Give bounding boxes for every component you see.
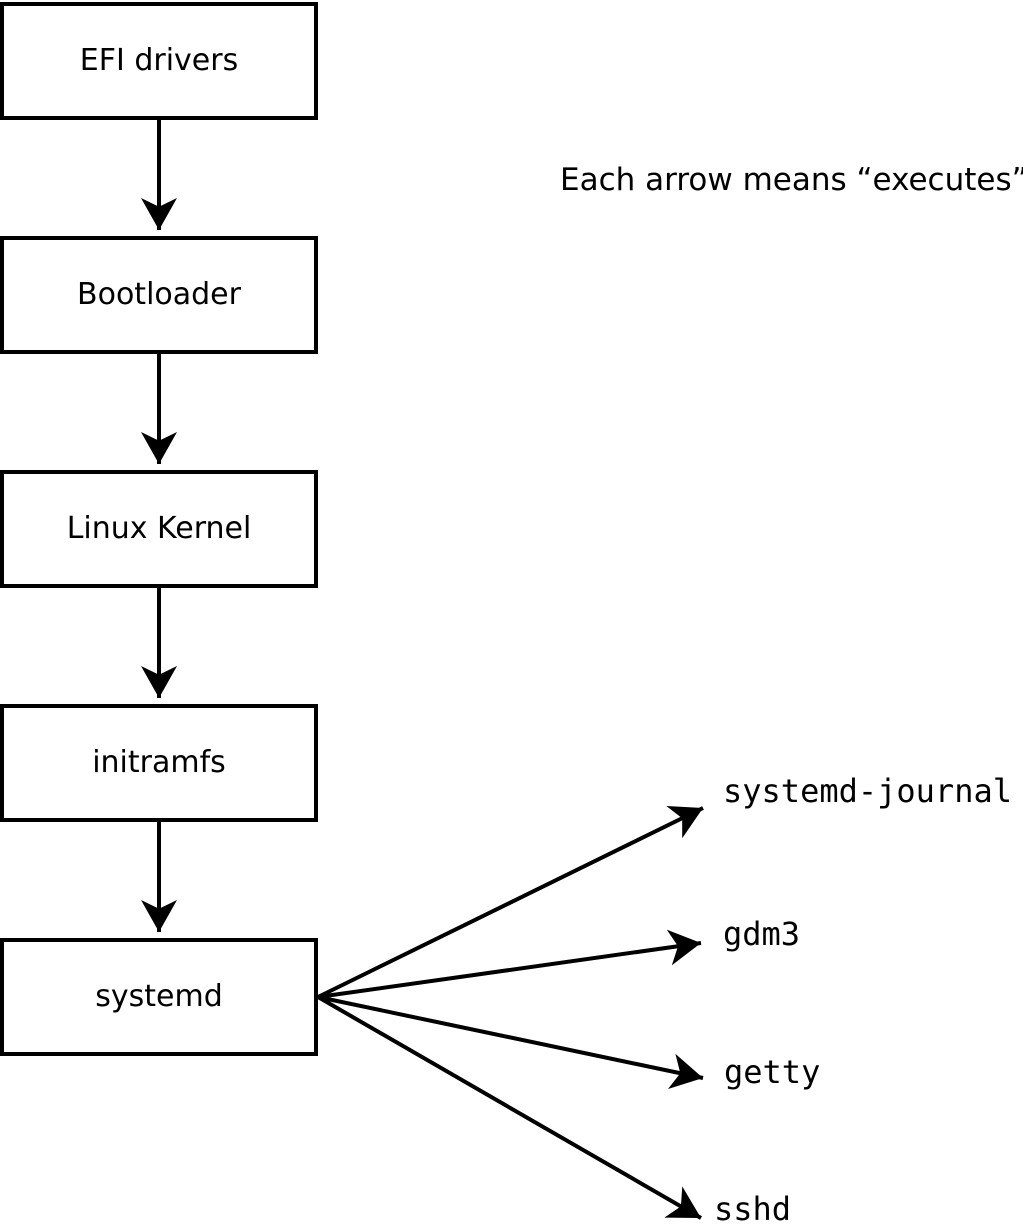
arrow-systemd-to-journal	[317, 805, 704, 999]
arrow-systemd-to-getty	[317, 995, 704, 1090]
process-label-systemd-journal: systemd-journal	[723, 772, 1012, 810]
arrow-meaning-note: Each arrow means “executes”.	[560, 162, 1023, 198]
node-efi-drivers-label: EFI drivers	[79, 43, 239, 78]
node-initramfs: initramfs	[0, 704, 318, 822]
node-linux-kernel-label: Linux Kernel	[66, 511, 252, 546]
node-bootloader-label: Bootloader	[77, 277, 241, 312]
process-label-sshd: sshd	[714, 1190, 792, 1228]
node-systemd: systemd	[0, 938, 318, 1056]
node-initramfs-label: initramfs	[92, 745, 226, 780]
node-linux-kernel: Linux Kernel	[0, 470, 318, 588]
arrow-systemd-to-sshd	[317, 995, 702, 1220]
process-label-gdm3: gdm3	[723, 915, 801, 953]
node-efi-drivers: EFI drivers	[0, 2, 318, 120]
node-bootloader: Bootloader	[0, 236, 318, 354]
process-label-getty: getty	[724, 1053, 821, 1091]
node-systemd-label: systemd	[95, 979, 223, 1014]
arrow-systemd-to-gdm3	[317, 929, 702, 999]
